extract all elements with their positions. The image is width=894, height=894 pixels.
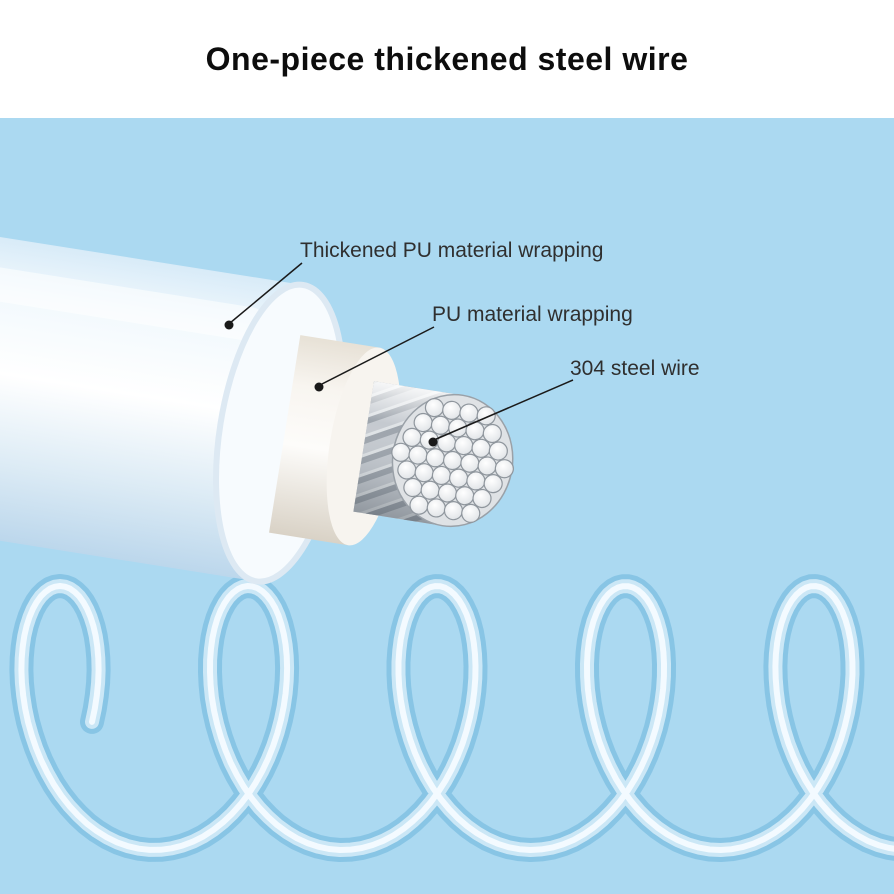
steel-strand: [494, 459, 514, 479]
page-title: One-piece thickened steel wire: [205, 40, 689, 77]
steel-strand: [461, 503, 481, 523]
title-bar: One-piece thickened steel wire: [0, 0, 894, 118]
leader-line-inner: [319, 326, 435, 386]
steel-strand: [483, 474, 503, 494]
leader-dot-core: [428, 437, 438, 447]
steel-strand-cluster: [391, 398, 514, 523]
steel-strand: [482, 423, 502, 444]
cable-cutaway: [0, 227, 514, 585]
coiled-cable: [9, 574, 894, 862]
label-304-steel-wire: 304 steel wire: [570, 357, 700, 380]
leader-line-outer: [229, 262, 303, 324]
coil-tube-highlight: [18, 583, 894, 853]
leader-dot-outer: [224, 320, 234, 330]
label-thickened-pu-wrapping: Thickened PU material wrapping: [300, 239, 604, 262]
callout-dots: [224, 320, 438, 447]
leader-line-core: [433, 379, 574, 441]
outer-jacket-highlight: [0, 259, 267, 342]
steel-strand: [488, 441, 508, 461]
callout-lines: [229, 262, 574, 441]
steel-strand: [472, 488, 492, 509]
leader-dot-inner: [314, 382, 324, 392]
steel-strand: [476, 406, 496, 426]
label-pu-wrapping: PU material wrapping: [432, 303, 633, 326]
